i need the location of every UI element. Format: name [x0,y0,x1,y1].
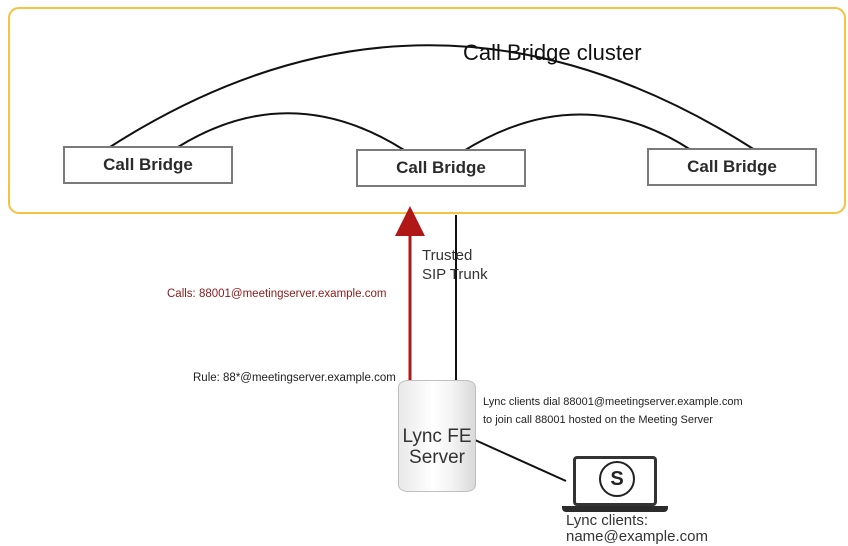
skype-icon: S [599,461,635,497]
server-label: Lync FE Server [402,426,472,468]
cluster-boundary [8,7,846,214]
skype-glyph: S [610,468,624,490]
laptop-base [562,506,668,512]
call-bridge-middle: Call Bridge [356,149,526,187]
arc-middle-right [461,113,692,153]
server-client-line [474,439,567,482]
rule-label: Rule: 88*@meetingserver.example.com [193,372,396,384]
dial-instruction-line1: Lync clients dial 88001@meetingserver.ex… [483,396,743,408]
call-bridge-label: Call Bridge [687,157,777,176]
arc-left-middle [177,112,405,151]
lync-fe-server [398,380,476,492]
call-bridge-right: Call Bridge [647,148,817,186]
call-bridge-label: Call Bridge [103,155,193,174]
dial-instruction-line2: to join call 88001 hosted on the Meeting… [483,414,713,426]
clients-label: Lync clients: name@example.com [566,512,708,545]
arc-left-right [109,44,756,151]
calls-label: Calls: 88001@meetingserver.example.com [167,288,387,300]
sip-trunk-label: Trusted SIP Trunk [422,247,488,283]
cluster-title: Call Bridge cluster [463,40,642,65]
call-bridge-left: Call Bridge [63,146,233,184]
call-bridge-label: Call Bridge [396,158,486,177]
